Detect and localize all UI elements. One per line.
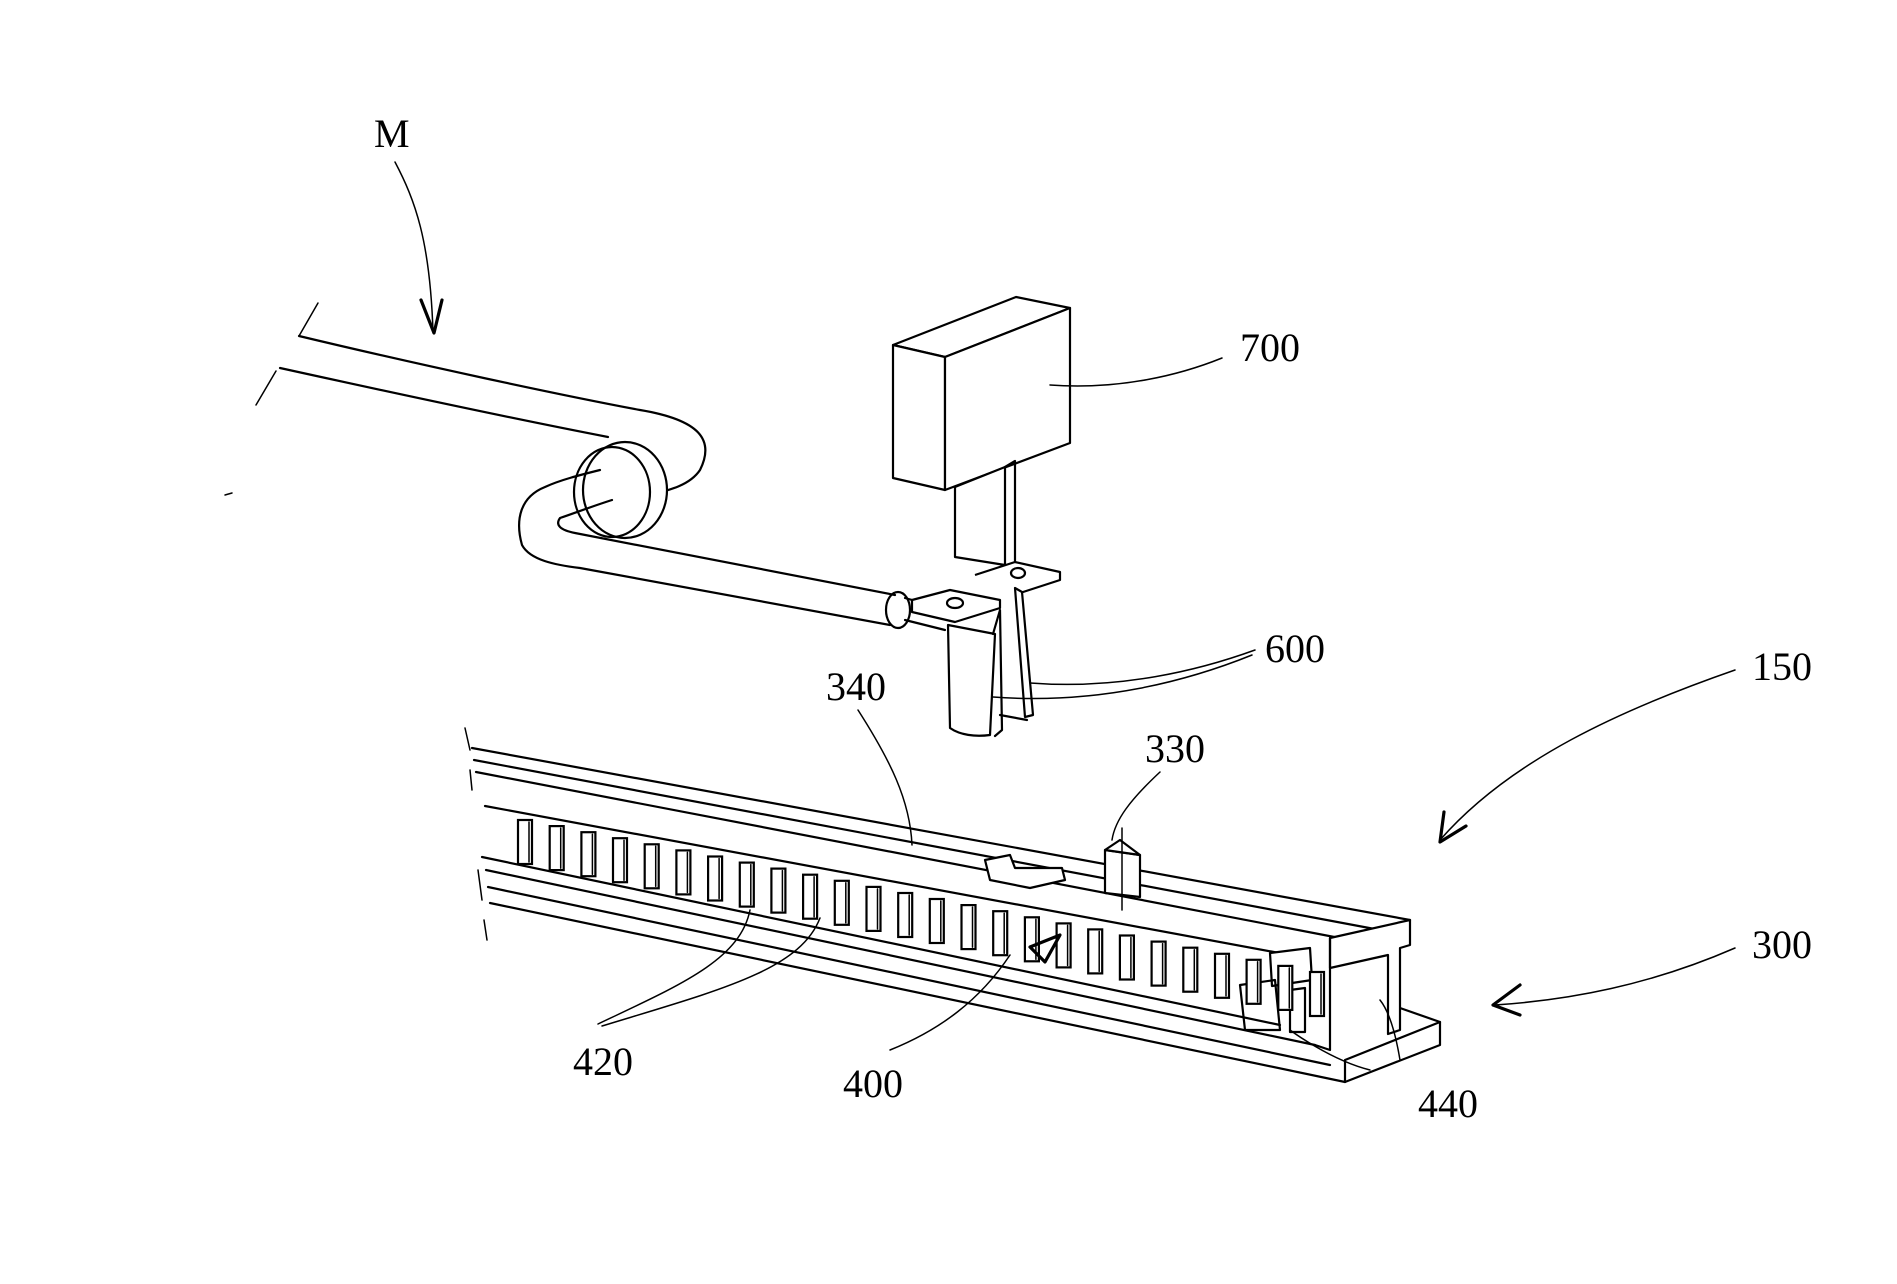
arrow-150-shaft	[1439, 669, 1736, 841]
slot-420	[960, 903, 977, 951]
leader-420-b	[601, 917, 821, 1027]
leader-440-a	[1289, 1029, 1371, 1071]
label-400: 400	[843, 1061, 903, 1106]
label-700: 700	[1240, 325, 1300, 370]
rail-lower-line-1	[484, 868, 1317, 1047]
box-700	[891, 295, 1072, 567]
cable-upper-edge-2	[278, 366, 610, 439]
rail-end-profile	[1328, 918, 1412, 1036]
slot-420	[1118, 934, 1136, 981]
slot-420	[928, 897, 945, 945]
label-600: 600	[1265, 626, 1325, 671]
label-300: 300	[1752, 922, 1812, 967]
rail-slot-bottom-edge	[480, 855, 1282, 1027]
slot-420	[770, 867, 787, 914]
rail-break-marks	[464, 727, 488, 941]
cable-lower-loop-outer	[518, 468, 892, 627]
arrow-300-head	[1491, 983, 1522, 1017]
leader-700	[1049, 357, 1223, 387]
slot-420	[1182, 946, 1199, 993]
cable-lower-loop-inner	[557, 498, 897, 597]
cable-ferrule	[884, 590, 912, 630]
rail-top-line-2	[472, 758, 1382, 932]
cable-upper-edge	[297, 334, 707, 497]
slot-420	[1308, 970, 1326, 1018]
slot-420	[865, 885, 882, 933]
arrow-400-head	[1028, 933, 1062, 964]
slot-420	[738, 861, 755, 908]
label-340: 340	[826, 664, 886, 709]
bracket-600	[910, 560, 1062, 738]
slot-420	[833, 879, 850, 926]
end-slot-440-b	[1288, 986, 1307, 1034]
cable-grommet	[581, 440, 669, 540]
rail-slot-top-edge	[483, 804, 1292, 957]
slot-420	[992, 910, 1009, 957]
end-slot-440-a	[1238, 978, 1282, 1032]
arrow-M-shaft	[394, 161, 434, 333]
slot-420	[1277, 964, 1294, 1012]
label-330: 330	[1145, 726, 1205, 771]
rail-lower-line-2	[486, 885, 1332, 1067]
terminal-lug	[910, 588, 1002, 624]
cable-break-mark-bottom	[255, 370, 277, 406]
slot-row-420	[516, 818, 1326, 1018]
label-420: 420	[573, 1039, 633, 1084]
slot-420	[897, 891, 914, 939]
label-M: M	[374, 111, 410, 156]
bracket-vertical-arm	[1013, 586, 1035, 719]
cable-break-mark-top	[298, 302, 319, 337]
rail-lower-line-3	[488, 901, 1347, 1084]
leader-600-b	[992, 654, 1253, 700]
leader-340	[857, 709, 913, 846]
leader-600-a	[1029, 649, 1256, 686]
arrow-150-head	[1438, 810, 1468, 844]
leader-330	[1111, 771, 1161, 841]
rail-top-line-3	[474, 770, 1352, 942]
rail-end-profile-edge	[1313, 936, 1332, 1052]
label-150: 150	[1752, 644, 1812, 689]
cable-assembly	[255, 302, 957, 632]
slot-420	[675, 849, 692, 896]
bracket-front-plate	[946, 623, 997, 737]
slot-420	[580, 831, 597, 878]
speck	[224, 492, 233, 496]
slot-420	[516, 818, 534, 866]
rail-base-end	[1344, 1006, 1442, 1084]
leader-440-b	[1379, 999, 1401, 1061]
slot-420	[801, 873, 819, 920]
slot-420	[1055, 922, 1072, 969]
slot-420	[1213, 952, 1231, 999]
slot-420	[706, 855, 724, 902]
rail-groove-340	[983, 853, 1067, 890]
slot-420	[1087, 928, 1104, 975]
cable-grommet-inner	[572, 445, 652, 539]
slot-420	[1245, 958, 1262, 1005]
bracket-top-hole	[1009, 566, 1027, 580]
arrow-300-shaft	[1494, 947, 1736, 1006]
terminal-lug-hole	[945, 596, 965, 610]
slot-420	[643, 843, 660, 890]
slot-420	[611, 837, 629, 884]
bracket-front-plate-edge	[991, 608, 1004, 738]
box-700-stem-edge	[1003, 459, 1017, 567]
rail-base-end-top	[1343, 1020, 1442, 1084]
rail-assembly	[464, 727, 1442, 1084]
arrow-M-head	[419, 298, 444, 335]
box-700-side	[891, 343, 947, 492]
label-440: 440	[1418, 1081, 1478, 1126]
leader-420-a	[597, 909, 751, 1025]
bracket-bottom-edge	[998, 713, 1029, 722]
slot-420	[548, 824, 565, 872]
arrow-400-shaft	[889, 954, 1011, 1051]
slot-420	[1150, 940, 1167, 987]
box-700-front	[943, 306, 1072, 492]
rail-top-line-1	[470, 746, 1412, 922]
